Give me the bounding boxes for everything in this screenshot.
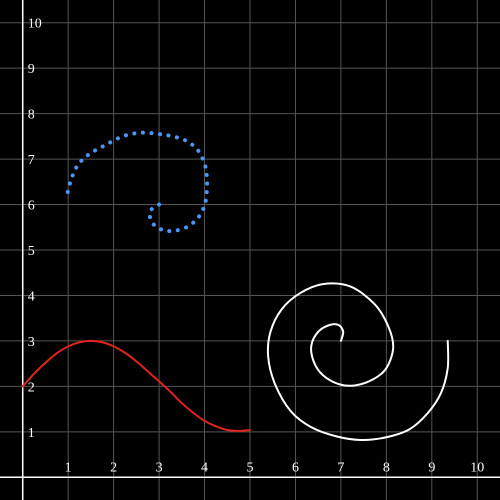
y-tick-label: 10 <box>28 17 42 32</box>
y-tick-label: 2 <box>28 380 35 395</box>
y-tick-label: 1 <box>28 426 35 441</box>
x-tick-label: 6 <box>292 460 299 475</box>
x-tick-label: 9 <box>428 460 435 475</box>
tick-labels: 1 2 3 4 5 6 7 8 9 10 1 2 3 4 5 6 7 8 9 10 <box>28 17 485 476</box>
x-tick-label: 1 <box>65 460 72 475</box>
y-tick-label: 3 <box>28 335 35 350</box>
red-wave-curve <box>21 339 251 432</box>
x-tick-label: 8 <box>383 460 390 475</box>
y-tick-label: 6 <box>28 199 35 214</box>
series-layer <box>21 130 450 442</box>
y-tick-label: 8 <box>28 108 35 123</box>
y-tick-label: 5 <box>28 244 35 259</box>
blue-dotted-spiral <box>63 130 210 234</box>
x-tick-label: 2 <box>110 460 117 475</box>
x-tick-label: 3 <box>156 460 163 475</box>
x-tick-label: 5 <box>247 460 254 475</box>
white-spiral <box>266 282 450 442</box>
x-tick-label: 4 <box>201 460 208 475</box>
x-tick-label: 10 <box>470 460 484 475</box>
y-tick-label: 4 <box>28 289 35 304</box>
y-tick-label: 7 <box>28 153 35 168</box>
x-tick-label: 7 <box>337 460 344 475</box>
y-tick-label: 9 <box>28 62 35 77</box>
